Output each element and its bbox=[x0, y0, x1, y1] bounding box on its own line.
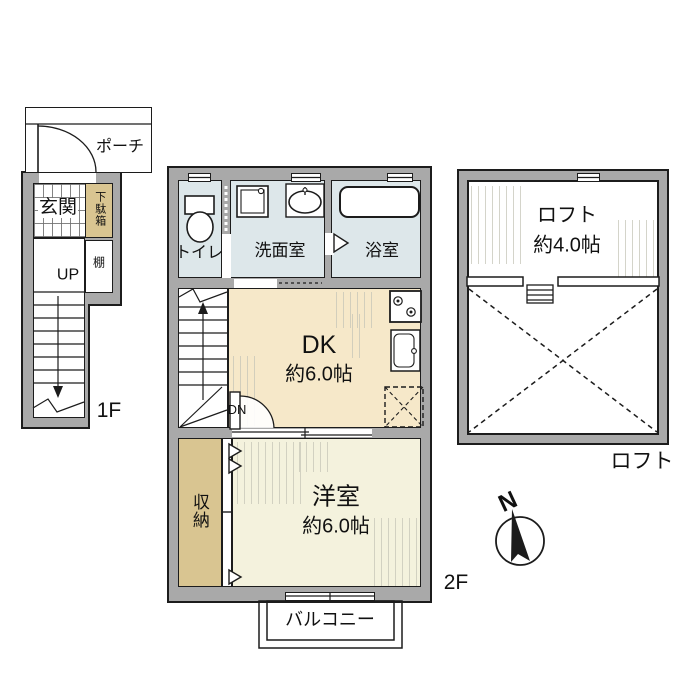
hatch-western-3 bbox=[374, 518, 419, 586]
washroom bbox=[230, 180, 325, 278]
window-toilet bbox=[188, 173, 211, 182]
toilet-door-opening bbox=[222, 234, 231, 278]
entrance-opening bbox=[39, 173, 96, 183]
loft-name-label: ロフト bbox=[537, 204, 597, 227]
dk-size-label: 約6.0帖 bbox=[285, 363, 353, 386]
bath-door-opening bbox=[325, 233, 334, 255]
loft-label: ロフト bbox=[610, 449, 674, 473]
hatch-loft-right bbox=[618, 220, 656, 284]
porch-label: ポーチ bbox=[95, 138, 145, 156]
entrance-label: 玄関 bbox=[37, 197, 79, 219]
washroom-door-opening bbox=[234, 279, 277, 288]
floor2-label: 2F bbox=[443, 570, 469, 594]
dk-label: DK bbox=[301, 330, 337, 359]
toilet-room bbox=[178, 180, 222, 278]
shelf-label: 棚 bbox=[92, 255, 106, 270]
bathroom-label: 浴室 bbox=[365, 241, 399, 261]
shoe-cabinet bbox=[85, 183, 113, 238]
loft-size-label: 約4.0帖 bbox=[533, 234, 601, 257]
closet-door-strip bbox=[222, 438, 232, 587]
hatch-western-1 bbox=[237, 442, 301, 504]
shoe-cabinet-label: 下駄箱 bbox=[93, 191, 106, 227]
toilet-label: トイレ bbox=[174, 244, 224, 262]
hatch-western-2 bbox=[299, 442, 333, 472]
stairs-up-label: UP bbox=[56, 266, 80, 284]
closet-label: 収納 bbox=[189, 493, 209, 529]
window-loft bbox=[577, 173, 600, 182]
stairs-down-label: DN bbox=[227, 402, 247, 418]
western-room-label: 洋室 bbox=[312, 483, 360, 511]
hatch-dk-2 bbox=[352, 314, 366, 358]
stairs-2f bbox=[178, 288, 228, 428]
window-washroom bbox=[291, 173, 321, 182]
washroom-label: 洗面室 bbox=[254, 241, 306, 261]
shelf-area bbox=[85, 240, 113, 293]
closet-room bbox=[178, 438, 222, 587]
floor1-label: 1F bbox=[96, 398, 122, 422]
window-bathroom bbox=[387, 173, 413, 182]
balcony-label: バルコニー bbox=[285, 609, 375, 630]
dk-western-opening bbox=[232, 429, 372, 437]
window-balcony-door bbox=[285, 592, 375, 601]
stairs-1f bbox=[33, 238, 85, 418]
western-room-size-label: 約6.0帖 bbox=[302, 515, 370, 538]
hatch-loft-left bbox=[471, 186, 527, 264]
bathroom bbox=[331, 180, 421, 278]
